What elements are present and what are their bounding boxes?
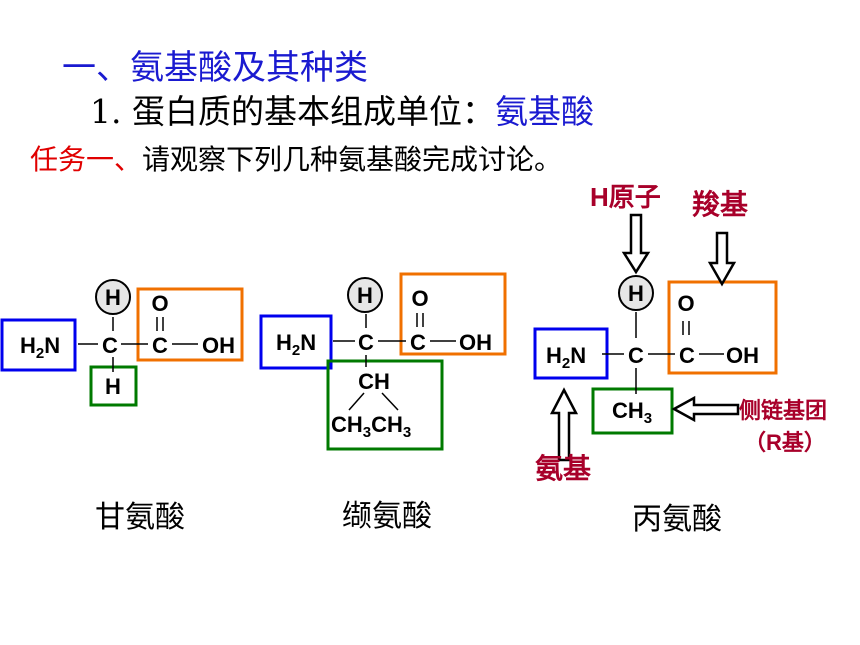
valine-alpha-h: H (357, 283, 373, 308)
valine-o: O (411, 286, 428, 311)
subheading-prefix: 1. 蛋白质的基本组成单位： (90, 92, 495, 131)
caption-glycine: 甘氨酸 (95, 501, 185, 534)
valine-carboxyl-box (399, 272, 507, 356)
task-line: 任务一、请观察下列几种氨基酸完成讨论。 (30, 138, 562, 178)
glycine-oh: OH (202, 333, 235, 358)
task-text: 请观察下列几种氨基酸完成讨论。 (142, 143, 563, 176)
label-r-group: （R基） (744, 430, 826, 455)
valine-oh: OH (459, 330, 492, 355)
valine-amino-box (259, 314, 333, 370)
alanine-h2n: H2N (546, 343, 586, 372)
label-h-atom: H原子 (590, 182, 661, 212)
valine-ch3ch3: CH3CH3 (331, 412, 411, 441)
label-side-chain: 侧链基团 (739, 398, 827, 423)
label-amino: 氨基 (535, 453, 591, 484)
alanine-carboxyl-c: C (679, 343, 695, 368)
alanine-oh: OH (726, 343, 759, 368)
valine-h-circle (347, 277, 383, 313)
glycine-h2n: H2N (20, 333, 60, 362)
glycine-alpha-h: H (105, 285, 121, 310)
side-chain-arrow (671, 395, 740, 423)
task-label: 任务一、 (30, 143, 143, 176)
glycine-carboxyl-box (136, 287, 244, 362)
glycine-structure: H O H2N C C OH H (0, 279, 244, 407)
glycine-h-circle (95, 279, 131, 315)
h-atom-arrow (621, 213, 651, 275)
valine-carboxyl-c: C (410, 330, 426, 355)
alanine-h-circle (618, 275, 654, 311)
valine-r-box (326, 359, 444, 451)
valine-structure: H O H2N C C OH CH CH3CH3 (259, 272, 507, 451)
subheading-highlight: 氨基酸 (494, 92, 594, 131)
valine-alpha-c: C (358, 330, 374, 355)
valine-h2n: H2N (276, 330, 316, 359)
caption-valine: 缬氨酸 (342, 500, 432, 533)
glycine-carboxyl-c: C (152, 333, 168, 358)
carboxyl-arrow (707, 231, 737, 287)
glycine-o: O (151, 291, 168, 316)
alanine-o: O (677, 291, 694, 316)
amino-arrow (549, 387, 579, 462)
glycine-r-h: H (105, 374, 121, 399)
glycine-amino-box (0, 318, 77, 372)
alanine-r-box (591, 387, 674, 435)
label-carboxyl: 羧基 (692, 188, 748, 220)
alanine-alpha-c: C (628, 343, 644, 368)
alanine-alpha-h: H (628, 281, 644, 306)
caption-alanine: 丙氨酸 (632, 503, 722, 536)
alanine-ch3: CH3 (612, 398, 652, 427)
valine-ch: CH (358, 369, 390, 394)
glycine-alpha-c: C (102, 333, 118, 358)
section-heading: 一、氨基酸及其种类 (62, 48, 368, 88)
subheading: 1. 蛋白质的基本组成单位：氨基酸 (90, 85, 594, 133)
